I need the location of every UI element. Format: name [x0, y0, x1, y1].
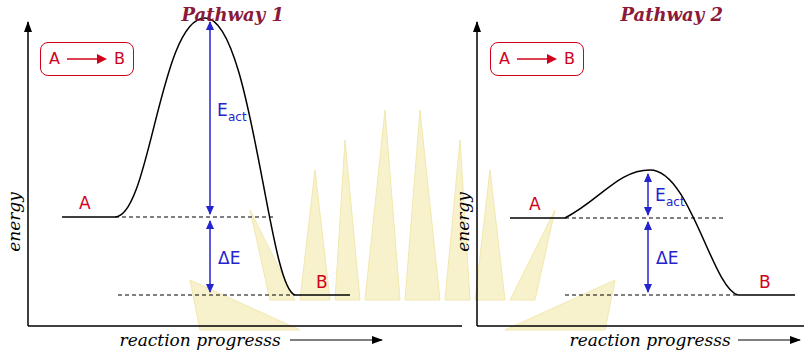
- species-label: A: [49, 50, 60, 68]
- energy-symbol: E: [217, 100, 228, 120]
- subscript: act: [228, 110, 247, 124]
- species-label: A: [529, 194, 541, 214]
- axis-label: energy: [453, 192, 473, 252]
- reaction-arrow: [66, 53, 108, 65]
- species-label: B: [759, 272, 771, 292]
- axis-label: reaction progresss: [120, 330, 281, 350]
- panel-title: Pathway 2: [621, 4, 724, 25]
- watermark: [190, 110, 615, 330]
- reaction-box: AB: [490, 42, 584, 76]
- species-label: B: [564, 50, 575, 68]
- axis-label: reaction progresss: [570, 330, 731, 350]
- species-label: B: [316, 272, 328, 292]
- species-label: A: [499, 50, 510, 68]
- species-label: B: [114, 50, 125, 68]
- reaction-box: AB: [40, 42, 134, 76]
- subscript: act: [666, 195, 685, 209]
- panel-title: Pathway 1: [182, 4, 285, 25]
- species-label: A: [79, 193, 91, 213]
- energy-symbol: E: [655, 185, 666, 205]
- delta-e-label: ΔE: [218, 248, 240, 268]
- reaction-arrow: [516, 53, 558, 65]
- delta-e-label: ΔE: [656, 248, 678, 268]
- axis-label: energy: [4, 192, 24, 252]
